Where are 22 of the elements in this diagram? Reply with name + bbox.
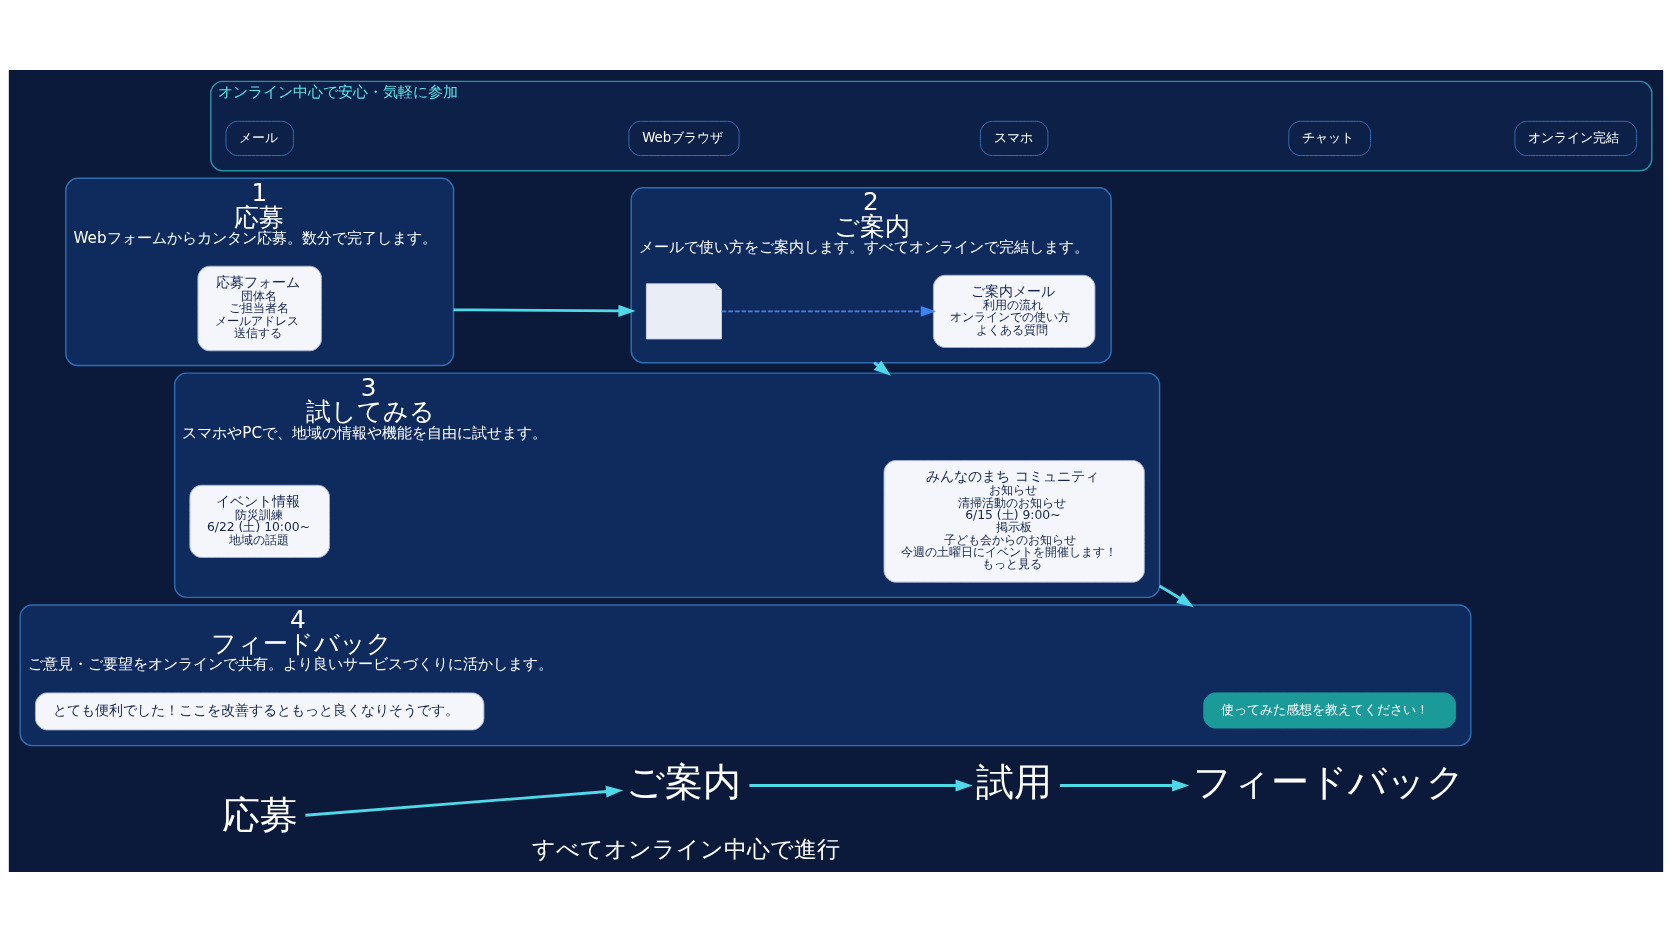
node-box: メール xyxy=(225,120,294,156)
arrow xyxy=(453,304,636,317)
node-box: イベント情報 防災訓練 6/22 (土) 10:00~ 地域の話題 xyxy=(189,484,330,558)
node-box: オンライン完結 xyxy=(1514,120,1638,156)
arrow xyxy=(1158,584,1194,607)
arrow xyxy=(749,779,973,792)
node-box: ご案内メール 利用の流れ オンラインでの使い方 よくある質問 xyxy=(932,274,1096,348)
node-box: Webブラウザ xyxy=(628,120,740,156)
node-text: 試用 xyxy=(976,759,1053,804)
arrow xyxy=(305,785,624,817)
node-box: 応募フォーム 団体名 ご担当者名 メールアドレス 送信する xyxy=(197,265,322,351)
arrow xyxy=(1060,779,1190,792)
node-text: フィードバック xyxy=(1192,759,1465,804)
node-text: ご案内 xyxy=(626,759,742,804)
arrow xyxy=(720,305,936,317)
node-text: 応募 xyxy=(221,792,298,837)
node-box: スマホ xyxy=(979,120,1049,156)
node-box: チャット xyxy=(1288,120,1371,156)
node-box: とても便利でした！ここを改善するともっと良くなりそうです。 xyxy=(34,691,485,730)
label: すべてオンライン中心で進行 xyxy=(532,835,841,862)
node-box: 使ってみた感想を教えてください！ xyxy=(1203,691,1457,728)
node-box: みんなのまち コミュニティ お知らせ 清掃活動のお知らせ 6/15 (土) 9:00~ 掲示板 子ども会からのお知らせ 今週の土曜日にイベントを開催します！ もっと見る xyxy=(883,459,1145,583)
